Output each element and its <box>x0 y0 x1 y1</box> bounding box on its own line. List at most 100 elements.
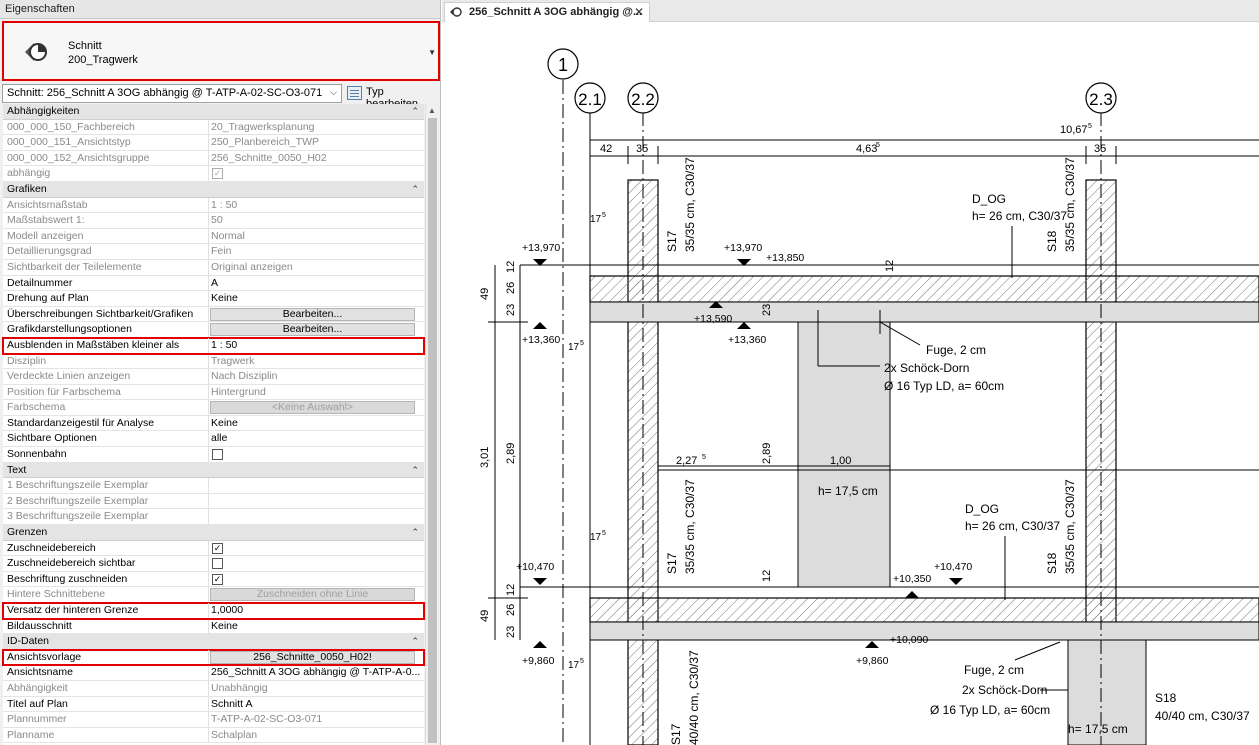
close-icon[interactable]: ✕ <box>633 5 644 19</box>
label-s18-c-dim: 40/40 cm, C30/37 <box>1155 709 1250 723</box>
dimension-left[interactable]: 49 26 23 12 3,01 2,89 49 26 23 12 <box>479 261 528 640</box>
property-row[interactable]: 3 Beschriftungszeile Exemplar <box>3 509 424 526</box>
property-section[interactable]: ID-Daten⌃ <box>3 634 424 650</box>
section-drawing[interactable]: 1 2.1 2.2 2.3 42 <box>442 22 1259 745</box>
instance-selector[interactable]: Schnitt: 256_Schnitt A 3OG abhängig @ T-… <box>2 84 342 103</box>
property-checkbox[interactable] <box>212 449 223 461</box>
scroll-up-icon[interactable]: ▲ <box>428 106 436 115</box>
grid-bubble-22[interactable]: 2.2 <box>627 82 659 114</box>
property-row[interactable]: abhängig✓ <box>3 166 424 182</box>
collapse-chevron-icon[interactable]: ⌃ <box>411 527 419 538</box>
grid-bubble-1[interactable]: 1 <box>547 48 579 80</box>
property-row[interactable]: Sonnenbahn <box>3 447 424 463</box>
property-value[interactable]: 256_Schnitt A 3OG abhängig @ T-ATP-A-0..… <box>211 666 421 679</box>
slab-upper[interactable] <box>589 275 1259 303</box>
collapse-chevron-icon[interactable]: ⌃ <box>411 106 419 116</box>
property-name: Sichtbare Optionen <box>7 432 97 445</box>
dim-175-a: 17 <box>590 214 602 225</box>
collapse-chevron-icon[interactable]: ⌃ <box>411 464 419 475</box>
property-value[interactable]: Keine <box>211 416 238 429</box>
type-dropdown-icon[interactable]: ▼ <box>428 48 436 57</box>
property-row[interactable]: Zuschneidebereich✓ <box>3 540 424 557</box>
view-tab[interactable]: 256_Schnitt A 3OG abhängig @... ✕ <box>444 2 650 22</box>
label-fuge-1: Fuge, 2 cm <box>926 343 986 357</box>
property-row[interactable]: Zuschneidebereich sichtbar <box>3 556 424 572</box>
property-section[interactable]: Text⌃ <box>3 462 424 479</box>
slab-lower[interactable] <box>589 597 1259 623</box>
property-section[interactable]: Grenzen⌃ <box>3 525 424 541</box>
property-checkbox[interactable]: ✓ <box>212 573 223 585</box>
view-tab-bar: 256_Schnitt A 3OG abhängig @... ✕ <box>442 0 1259 22</box>
grid-bubble-21[interactable]: 2.1 <box>574 82 606 114</box>
level-13590: +13,590 <box>694 313 732 325</box>
property-value: Unabhängig <box>211 681 268 694</box>
property-value[interactable]: 1,0000 <box>211 604 244 616</box>
property-value[interactable]: Schnitt A <box>211 697 253 710</box>
grid-bubble-23[interactable]: 2.3 <box>1085 82 1117 114</box>
chevron-down-icon[interactable]: ⌵ <box>330 87 337 97</box>
property-name: Maßstabswert 1: <box>7 214 85 227</box>
property-row[interactable]: Farbschema<Keine Auswahl> <box>3 400 424 416</box>
collapse-chevron-icon[interactable]: ⌃ <box>411 183 419 194</box>
beam-gray-lower[interactable] <box>1067 639 1147 745</box>
property-value[interactable]: A <box>211 276 219 289</box>
section-canvas[interactable]: 1 2.1 2.2 2.3 42 <box>442 22 1259 745</box>
dim-175-c: 17 <box>590 532 602 543</box>
dim-23-a: 23 <box>505 304 517 316</box>
property-row[interactable]: Sichtbare Optionen alle <box>3 431 424 448</box>
edit-type-button[interactable]: Typ bearbeiten <box>346 84 438 110</box>
label-schoeck-1: 2x Schöck-Dorn <box>884 361 969 375</box>
dimension-top[interactable]: 42 35 4,63 5 10,67 5 35 <box>590 123 1259 164</box>
beam-upper-band[interactable] <box>589 301 1259 323</box>
property-section[interactable]: Grafiken⌃ <box>3 181 424 198</box>
property-checkbox[interactable] <box>212 558 223 570</box>
property-value[interactable]: Keine <box>211 619 238 632</box>
property-value[interactable]: 1 : 50 <box>211 338 238 351</box>
label-s17-c-dim: 40/40 cm, C30/37 <box>687 650 701 745</box>
property-checkbox[interactable]: ✓ <box>212 542 223 554</box>
property-section[interactable]: Abhängigkeiten⌃ <box>3 104 424 120</box>
property-row[interactable]: Beschriftung zuschneiden✓ <box>3 571 424 588</box>
collapse-chevron-icon[interactable]: ⌃ <box>411 636 419 647</box>
scrollbar-thumb[interactable] <box>428 118 437 743</box>
label-fuge-2: Fuge, 2 cm <box>964 663 1024 677</box>
type-selector[interactable]: Schnitt 200_Tragwerk ▼ <box>2 21 440 81</box>
property-button[interactable]: Bearbeiten... <box>210 307 415 321</box>
property-button[interactable]: 256_Schnitte_0050_H02! <box>210 650 415 664</box>
property-scrollbar[interactable]: ▲ <box>425 104 439 745</box>
dim-1067: 10,67 <box>1060 124 1088 136</box>
property-value[interactable]: alle <box>211 432 228 445</box>
property-button[interactable]: Bearbeiten... <box>210 323 415 337</box>
dim-35-b: 35 <box>1094 143 1106 155</box>
dim-289-a: 2,89 <box>505 443 517 464</box>
property-row[interactable]: 2 Beschriftungszeile Exemplar <box>3 493 424 510</box>
property-value[interactable]: Keine <box>211 292 238 305</box>
property-row[interactable]: Maßstabswert 1:50 <box>3 213 424 229</box>
property-row[interactable]: 1 Beschriftungszeile Exemplar <box>3 478 424 494</box>
